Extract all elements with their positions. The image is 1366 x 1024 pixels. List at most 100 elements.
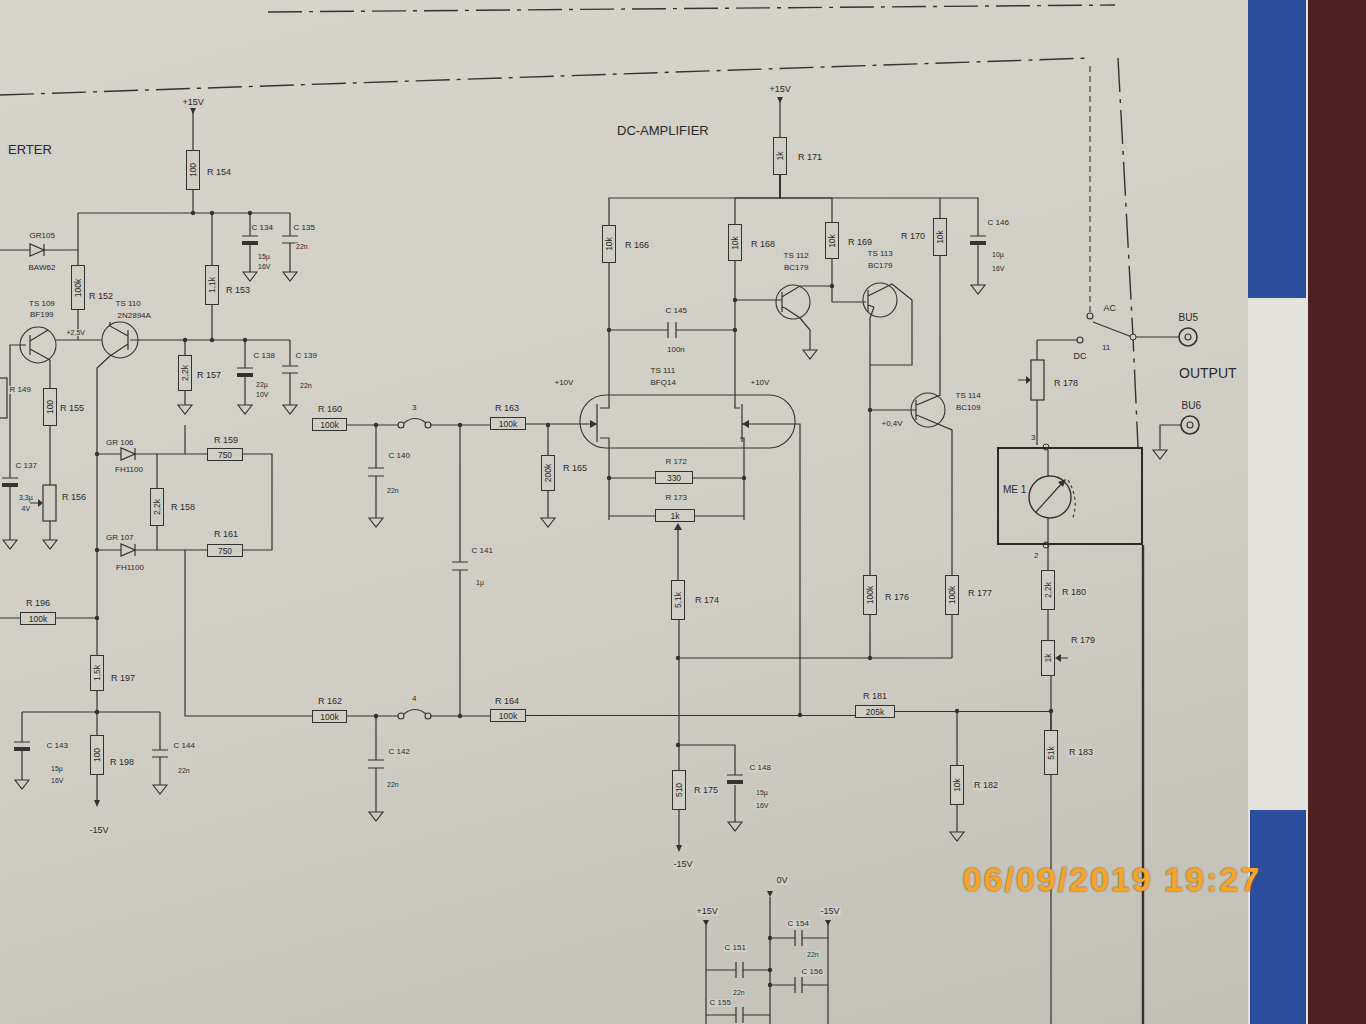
meter-name: ME 1 <box>1003 485 1026 495</box>
resistor-value: 100k <box>320 420 338 429</box>
component-label: R 168 <box>750 240 776 249</box>
component-label: C 144 <box>173 742 196 750</box>
component-label: C 156 <box>801 968 824 976</box>
component-label: +15V <box>769 85 792 94</box>
resistor-symbol: 1k <box>1041 640 1055 676</box>
component-label: R 175 <box>693 786 719 795</box>
resistor-value: 1k <box>1044 654 1053 663</box>
component-label: 16V <box>50 777 64 784</box>
resistor-symbol: 1,1k <box>205 265 219 305</box>
component-label: C 141 <box>471 547 494 555</box>
component-label: R 165 <box>562 464 588 473</box>
component-label: C 148 <box>749 764 772 772</box>
component-label: R 198 <box>109 758 135 767</box>
section-title: DC-AMPLIFIER <box>616 124 710 138</box>
resistor-value: 1k <box>776 152 785 161</box>
component-label: R 170 <box>900 232 926 241</box>
component-label: 3 <box>1030 434 1036 442</box>
switch-linkage <box>1089 62 1090 312</box>
component-label: R 162 <box>317 697 343 706</box>
component-label: 22n <box>295 243 309 250</box>
component-label: 22n <box>386 781 400 788</box>
resistor-value: 100k <box>499 419 517 428</box>
resistor-symbol: 100k <box>863 575 877 615</box>
component-label: -15V <box>673 860 694 869</box>
resistor-value: 2,2k <box>1044 582 1053 598</box>
component-label: R 156 <box>61 493 87 502</box>
component-label: BU6 <box>1181 401 1202 412</box>
page-edge <box>1248 0 1366 1024</box>
component-label: R 178 <box>1053 379 1079 388</box>
switch-symbol <box>398 313 1093 719</box>
component-label: C 140 <box>388 452 411 460</box>
resistor-symbol: 51k <box>1044 730 1058 775</box>
resistor-symbol: 10k <box>933 218 947 256</box>
component-label: C 142 <box>388 748 411 756</box>
resistor-value: 1,5k <box>93 665 102 681</box>
resistor-value: 100 <box>93 748 102 762</box>
transistor-symbol <box>20 283 945 448</box>
component-label: R 181 <box>862 692 888 701</box>
resistor-symbol: 100 <box>43 388 57 426</box>
component-label: BF199 <box>29 311 55 319</box>
component-label: 15µ <box>755 789 769 796</box>
component-label: C 135 <box>293 224 316 232</box>
resistor-symbol: 1k <box>655 509 695 522</box>
component-label: -15V <box>89 826 110 835</box>
wire-connector <box>895 712 957 766</box>
resistor-symbol: 5,1k <box>671 580 685 620</box>
wire-connector <box>735 175 780 224</box>
component-label: R 177 <box>967 589 993 598</box>
resistor-value: 100 <box>189 163 198 177</box>
resistor-value: 100k <box>948 586 957 604</box>
component-label: BC109 <box>955 404 981 412</box>
resistor-value: 51k <box>1047 746 1056 760</box>
wire-connector <box>1047 610 1048 640</box>
component-label: R 159 <box>213 436 239 445</box>
component-label: 15µ <box>257 253 271 260</box>
component-label: R 171 <box>797 153 823 162</box>
component-label: +0,4V <box>881 420 904 428</box>
component-label: R 155 <box>59 404 85 413</box>
resistor-symbol: 10k <box>728 224 742 261</box>
component-label: C 139 <box>295 352 318 360</box>
component-label: BFQ14 <box>650 379 677 387</box>
component-label: DC <box>1073 352 1088 361</box>
component-label: BU5 <box>1178 313 1199 324</box>
wire-connector <box>1047 545 1048 570</box>
binder-edge <box>1308 0 1366 1024</box>
blue-strip <box>1248 0 1306 298</box>
component-label: 4 <box>411 695 417 703</box>
wire-connector <box>526 715 855 716</box>
resistor-value: 205k <box>866 707 884 716</box>
resistor-symbol: 2,2k <box>150 488 164 526</box>
resistor-value: 1k <box>671 511 680 520</box>
resistor-value: 100k <box>320 712 338 721</box>
component-label: 22n <box>806 951 820 958</box>
resistor-value: 750 <box>218 450 232 459</box>
component-label: 100n <box>666 346 686 354</box>
component-label: 10µ <box>991 251 1005 258</box>
component-label: R 176 <box>884 593 910 602</box>
component-label: 22n <box>299 382 313 389</box>
resistor-value: 100k <box>29 614 47 623</box>
component-label: R 183 <box>1068 748 1094 757</box>
resistor-symbol: 10k <box>950 765 964 805</box>
component-label: R 153 <box>225 286 251 295</box>
resistor-symbol: 100k <box>312 710 347 723</box>
component-label: TS 111 <box>650 367 677 375</box>
component-label: C 155 <box>709 999 732 1007</box>
resistor-value: 5,1k <box>674 592 683 608</box>
resistor-symbol: 205k <box>855 705 895 718</box>
component-label: GR 107 <box>105 534 135 542</box>
resistor-value: 10k <box>953 778 962 792</box>
component-label: 1µ <box>475 579 485 586</box>
frame-line <box>1142 545 1144 1024</box>
blue-strip <box>1250 810 1306 1024</box>
resistor-symbol: 200k <box>541 455 555 491</box>
resistor-symbol: 330 <box>655 471 693 484</box>
resistor-symbol: 750 <box>207 544 243 557</box>
resistor-symbol: 100k <box>945 575 959 615</box>
resistor-value: 2,2k <box>181 365 190 381</box>
component-label: 22n <box>732 989 746 996</box>
